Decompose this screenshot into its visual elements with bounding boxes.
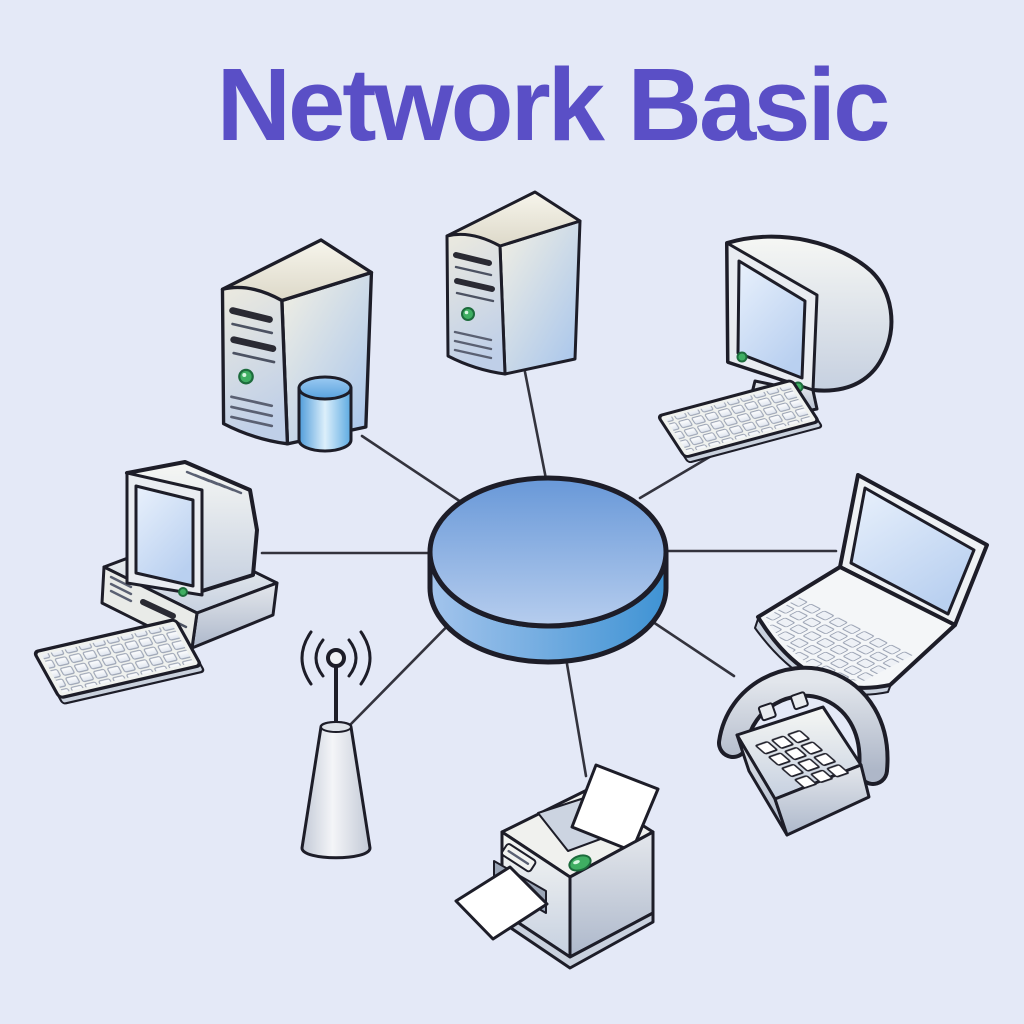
power-button xyxy=(178,587,188,597)
radio-wave-icon xyxy=(359,630,372,686)
connection-hub-telephone xyxy=(651,620,736,678)
screen xyxy=(849,486,976,616)
connection-hub-server xyxy=(523,370,549,486)
laptop-keyboard xyxy=(765,582,914,681)
screen xyxy=(134,484,195,588)
crt-monitor-icon xyxy=(125,460,259,597)
radio-wave-icon xyxy=(314,638,325,678)
keyboard-icon xyxy=(656,378,825,465)
connection-hub-printer xyxy=(564,656,588,778)
desktop-computer-left xyxy=(32,460,279,706)
printer-icon xyxy=(454,763,660,970)
telephone-icon xyxy=(717,665,890,837)
database-server xyxy=(222,240,371,453)
hub-top xyxy=(427,475,669,629)
wireless-antenna xyxy=(300,630,372,860)
printer xyxy=(454,763,660,970)
telephone xyxy=(717,665,890,837)
power-button xyxy=(736,351,748,363)
connection-hub-database-server xyxy=(360,434,472,510)
screen xyxy=(736,259,807,380)
database-cylinder-icon xyxy=(297,375,353,453)
keyboard-icon xyxy=(32,617,207,706)
radio-wave-icon xyxy=(300,630,313,686)
server-tower-icon xyxy=(447,192,580,374)
handset xyxy=(721,669,886,782)
page-title: Network Basic xyxy=(216,47,891,162)
connection-lines xyxy=(260,370,838,778)
output-paper xyxy=(454,865,549,941)
desktop-computer-top-right xyxy=(656,234,894,465)
connection-hub-desktop-computer-top-right xyxy=(638,450,720,500)
radio-wave-icon xyxy=(347,638,358,678)
server xyxy=(447,192,580,374)
wireless-antenna-icon xyxy=(300,630,372,860)
printer-power-button xyxy=(568,854,592,872)
phone-keypad xyxy=(753,728,854,791)
network-hub xyxy=(427,475,669,665)
